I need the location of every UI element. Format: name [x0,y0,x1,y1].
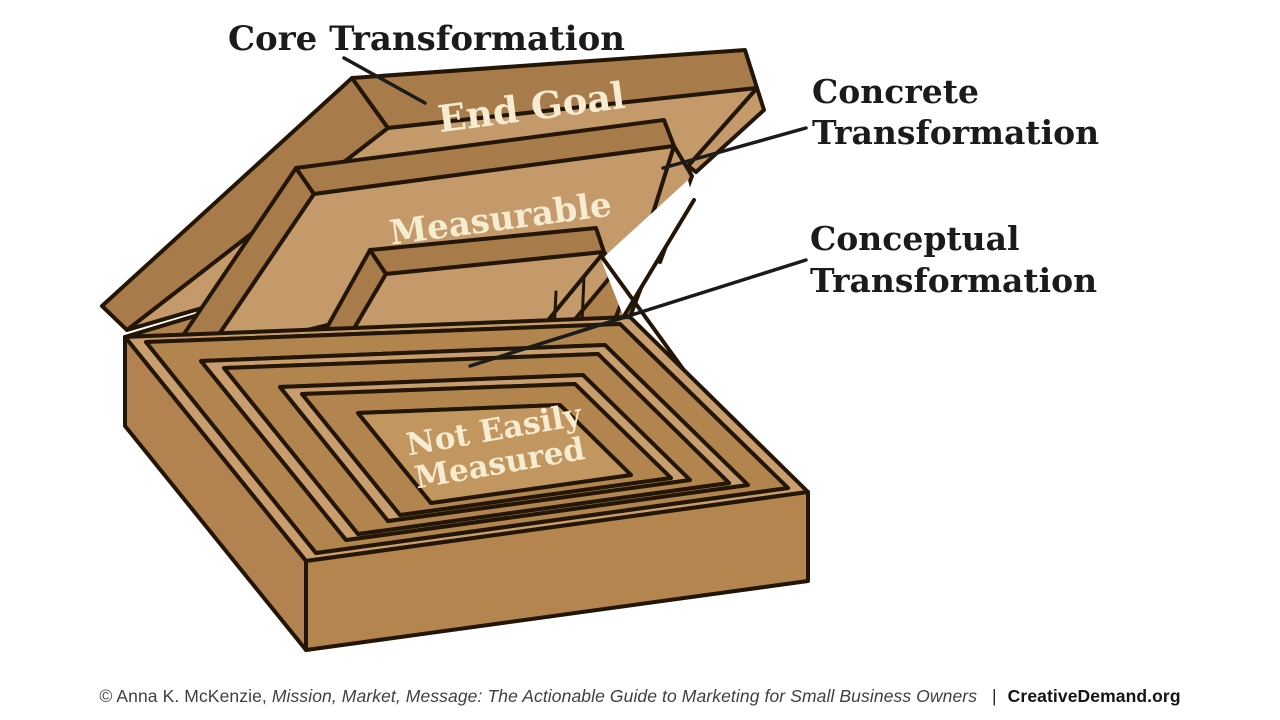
svg-text:Concrete: Concrete [812,72,979,111]
svg-text:Transformation: Transformation [810,261,1097,300]
footer-credit: © Anna K. McKenzie, Mission, Market, Mes… [0,686,1280,707]
inner-floor [356,403,633,505]
footer-separator: | [992,686,997,706]
wall-edge-right-outer [622,198,696,318]
svg-text:Transformation: Transformation [812,113,1099,152]
box-rims: Not Easily Measured [123,315,810,563]
callout-concrete: Concrete Transformation [812,72,1099,152]
leader-line-core [342,56,427,105]
leader-line-conceptual [468,258,808,368]
callout-conceptual: Conceptual Transformation [810,219,1097,300]
leader-line-concrete [661,126,808,170]
svg-text:Conceptual: Conceptual [810,219,1020,258]
open-gap [602,180,694,318]
footer-copyright: © Anna K. McKenzie, [99,686,267,706]
callout-core: Core Transformation [228,19,625,59]
outer-box-front-right-face [304,490,810,652]
nested-boxes-diagram: End Goal Measurable [100,19,1100,652]
footer-book-title: Mission, Market, Message: The Actionable… [271,686,978,706]
footer-site: CreativeDemand.org [1007,686,1181,706]
